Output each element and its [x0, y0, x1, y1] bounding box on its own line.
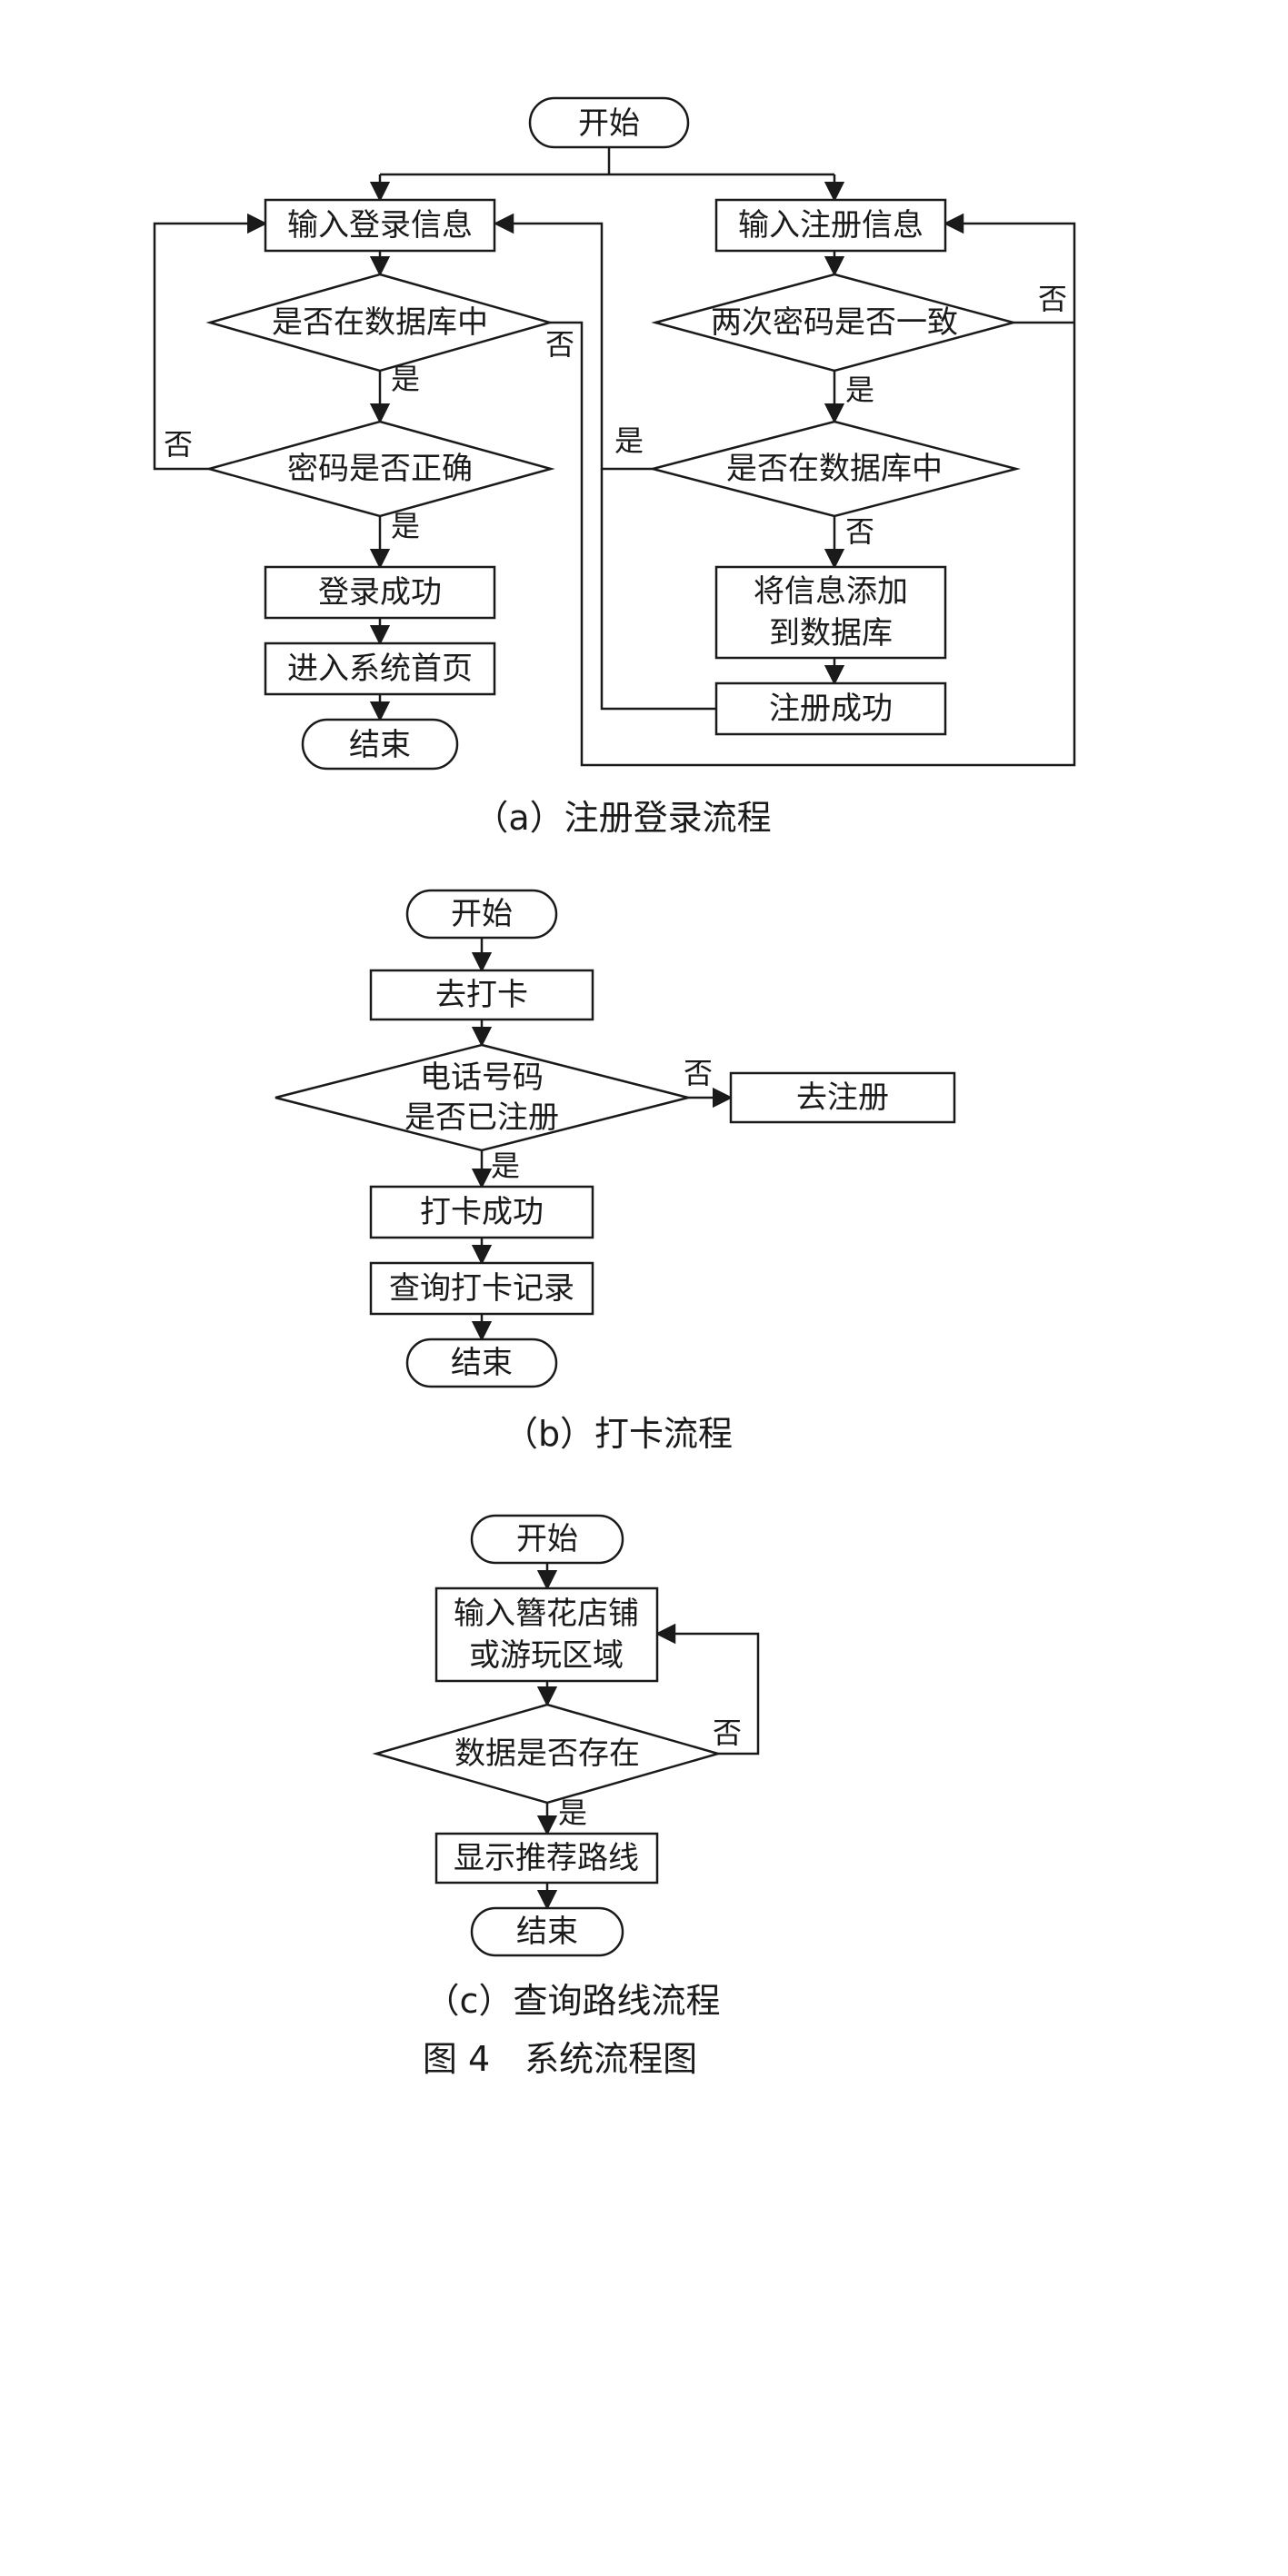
a-edge-login-db-no [550, 213, 1076, 767]
b-start-node: 开始 [405, 889, 558, 940]
a-register-db-decision: 是否在数据库中 [648, 420, 1021, 518]
a-login-success-box: 登录成功 [264, 565, 496, 620]
a-login-db-decision: 是否在数据库中 [205, 273, 554, 373]
a-yes-label-pwd: 是 [391, 509, 420, 543]
a-register-input-box: 输入注册信息 [714, 198, 947, 253]
a-enter-home-label: 进入系统首页 [287, 651, 473, 687]
diagram-a-register-login: 开始 输入登录信息 是否在数据库中 密码是否正确 登录成功 进入系统首页 结束 [153, 96, 1076, 838]
b-no-label: 否 [684, 1056, 713, 1090]
a-yes-label-db: 是 [391, 362, 420, 396]
b-yes-label: 是 [491, 1149, 520, 1183]
c-yes-label: 是 [558, 1795, 587, 1830]
a-no-label-login-db: 否 [545, 327, 574, 362]
c-data-exists-decision: 数据是否存在 [372, 1703, 723, 1805]
diagram-a-connectors [153, 147, 1076, 767]
b-go-checkin-box: 去打卡 [369, 969, 594, 1021]
a-edge-reg-db-yes [493, 213, 653, 471]
c-input-box: 输入簪花店铺 或游玩区域 [434, 1586, 659, 1683]
b-start-label: 开始 [451, 896, 513, 932]
a-passwords-match-decision: 两次密码是否一致 [651, 273, 1018, 373]
a-login-success-label: 登录成功 [318, 574, 442, 611]
a-register-success-label: 注册成功 [769, 691, 893, 727]
c-show-route-box: 显示推荐路线 [434, 1832, 659, 1885]
b-phone-decision: 电话号码 是否已注册 [275, 1043, 689, 1152]
a-edge-reg-success-back [600, 469, 716, 711]
a-register-db-label: 是否在数据库中 [726, 451, 943, 487]
a-yes-label-reg-db: 是 [614, 423, 644, 458]
c-end-node: 结束 [470, 1906, 624, 1957]
b-phone-label-1: 电话号码 [420, 1059, 544, 1096]
a-password-label: 密码是否正确 [287, 451, 473, 487]
a-register-success-box: 注册成功 [714, 681, 947, 736]
b-checkin-success-box: 打卡成功 [369, 1185, 594, 1239]
a-login-input-box: 输入登录信息 [264, 198, 496, 253]
figure-caption: 图 4 系统流程图 [423, 2039, 697, 2079]
c-input-label-1: 输入簪花店铺 [454, 1596, 639, 1632]
c-no-label: 否 [713, 1716, 742, 1750]
a-login-db-label: 是否在数据库中 [272, 304, 488, 341]
c-caption: （c）查询路线流程 [425, 1981, 721, 2021]
b-query-records-box: 查询打卡记录 [369, 1261, 594, 1316]
b-go-checkin-label: 去打卡 [435, 977, 528, 1013]
a-yes-label-match: 是 [845, 373, 874, 407]
a-start-label: 开始 [578, 105, 640, 142]
diagram-b-connectors [471, 938, 734, 1342]
b-checkin-success-label: 打卡成功 [420, 1194, 544, 1230]
b-end-label: 结束 [451, 1345, 513, 1381]
a-add-to-db-label-1: 将信息添加 [754, 573, 908, 610]
diagram-c-route-query: 开始 输入簪花店铺 或游玩区域 数据是否存在 显示推荐路线 结束 否 是 （c）… [372, 1514, 760, 2021]
a-no-label-match: 否 [1038, 282, 1067, 316]
a-start-node: 开始 [528, 96, 690, 149]
c-start-label: 开始 [516, 1521, 578, 1557]
a-add-to-db-label-2: 到数据库 [769, 615, 893, 651]
a-end-label: 结束 [349, 727, 411, 763]
b-caption: （b）打卡流程 [504, 1414, 733, 1454]
b-go-register-label: 去注册 [796, 1079, 889, 1116]
b-phone-label-2: 是否已注册 [404, 1099, 559, 1136]
c-edge-decision-no-loop [654, 1623, 760, 1755]
a-edge-pwd-no-loop [153, 213, 268, 471]
a-login-input-label: 输入登录信息 [287, 207, 473, 244]
a-password-decision: 密码是否正确 [205, 420, 555, 518]
diagram-c-connectors [536, 1563, 760, 1911]
c-start-node: 开始 [470, 1514, 624, 1565]
c-data-exists-label: 数据是否存在 [454, 1736, 640, 1772]
a-enter-home-box: 进入系统首页 [264, 642, 496, 696]
a-add-to-db-box: 将信息添加 到数据库 [714, 565, 947, 660]
diagram-b-checkin: 开始 去打卡 电话号码 是否已注册 去注册 打卡成功 查询打卡记录 结束 否 是 [275, 889, 956, 1454]
b-go-register-box: 去注册 [729, 1071, 956, 1124]
a-register-input-label: 输入注册信息 [738, 207, 924, 244]
c-end-label: 结束 [516, 1914, 578, 1950]
a-no-label-reg-db: 否 [845, 514, 874, 549]
b-query-records-label: 查询打卡记录 [389, 1270, 574, 1307]
c-show-route-label: 显示推荐路线 [454, 1840, 639, 1876]
c-input-label-2: 或游玩区域 [469, 1637, 624, 1674]
a-caption: （a）注册登录流程 [474, 798, 771, 838]
b-end-node: 结束 [405, 1338, 558, 1388]
a-passwords-match-label: 两次密码是否一致 [711, 304, 958, 341]
a-no-label-pwd: 否 [164, 427, 193, 462]
a-end-node: 结束 [301, 718, 459, 771]
